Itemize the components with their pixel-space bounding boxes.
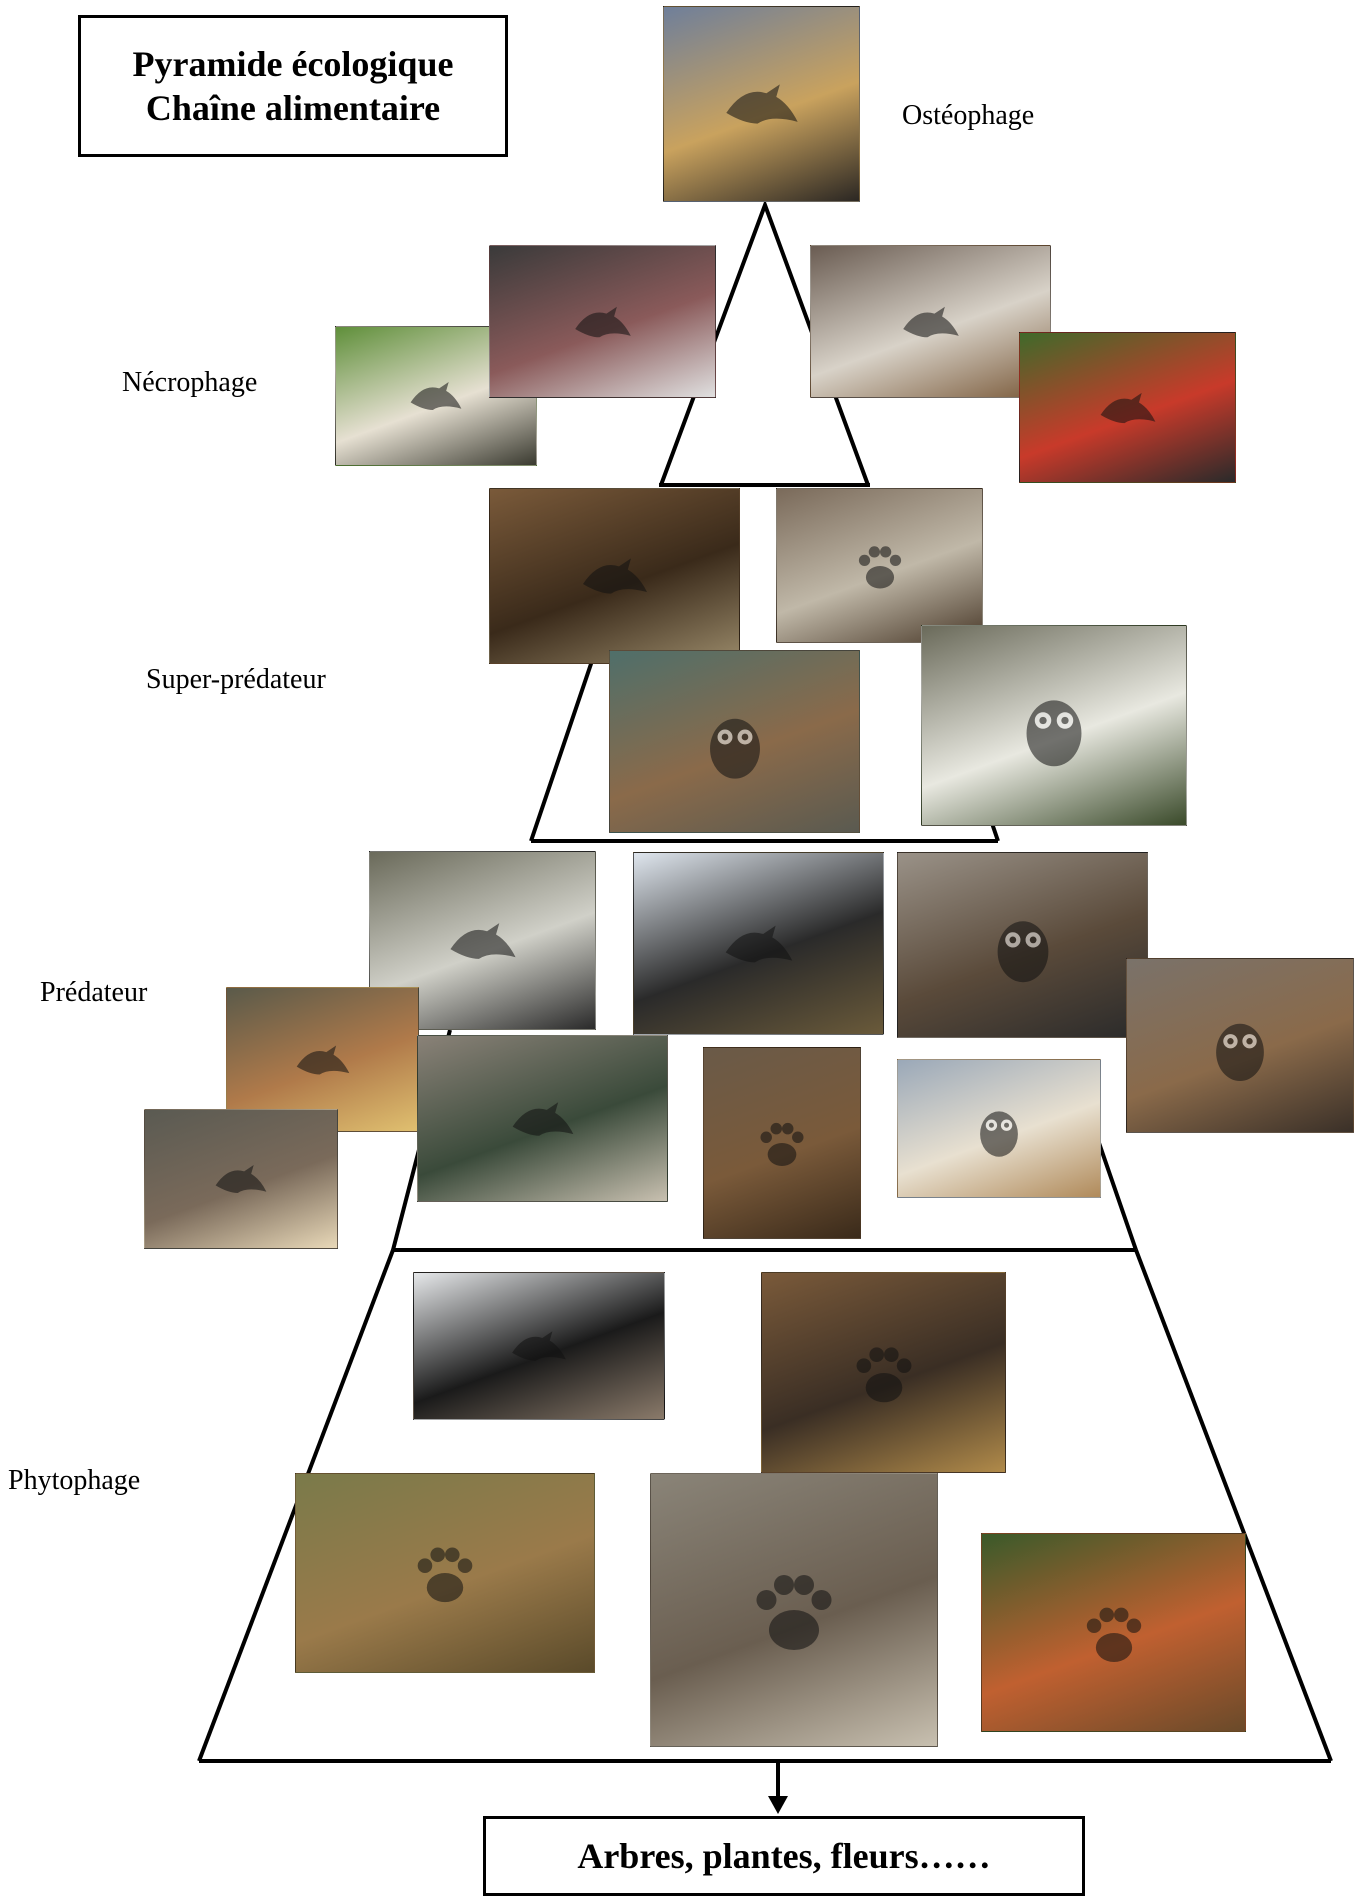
photo-merle-noir [413,1272,665,1420]
bird-icon [512,1101,573,1136]
bird-icon [725,84,798,124]
photo-sarcoramphe-roi [1019,332,1236,483]
photo-ours-brun [703,1047,861,1239]
bird-icon [449,922,516,959]
photo-pygargue [633,852,884,1035]
photo-cerf [295,1473,595,1673]
photo-effraie-des-clochers [897,1059,1101,1198]
owl-icon [1026,699,1082,766]
owl-icon [980,1110,1018,1157]
base-box: Arbres, plantes, fleurs…… [483,1816,1085,1896]
pyramid-right-edge-4 [1134,1249,1333,1762]
owl-icon [997,921,1048,983]
level-label-super-predateur: Super-prédateur [146,664,326,695]
bird-icon [215,1165,267,1193]
photo-faucon [417,1035,668,1202]
photo-ecureuil-roux [981,1533,1246,1732]
level-label-phytophage: Phytophage [8,1465,141,1496]
photo-chouette-hulotte [1126,958,1354,1133]
bird-icon [1100,392,1155,423]
photo-gypaete-barbu [663,6,860,202]
pyramid-right-edge-3 [1096,1139,1138,1251]
paw-icon [1086,1607,1141,1662]
owl-icon [1216,1023,1264,1081]
paw-icon [417,1547,473,1603]
photo-vautour-fauve [810,245,1051,398]
photo-harfang-des-neiges [921,625,1187,826]
paw-icon [760,1122,804,1166]
bird-icon [902,306,959,337]
bird-icon [582,558,647,594]
photo-grand-duc [609,650,860,833]
bird-icon [574,306,631,337]
arrow-head [768,1796,788,1814]
base-label: Arbres, plantes, fleurs…… [577,1836,991,1876]
photo-sanglier [761,1272,1006,1473]
title-line-1: Pyramide écologique [132,44,454,84]
photo-hibou-moyen-duc [897,852,1148,1038]
photo-loup [776,488,983,643]
bird-icon [296,1045,349,1074]
paw-icon [756,1574,832,1651]
bird-icon [725,925,792,962]
title-box: Pyramide écologique Chaîne alimentaire [78,15,508,157]
pyramid-left-edge-2 [529,654,596,842]
bird-icon [410,382,462,410]
photo-lapin [650,1473,938,1747]
title-line-2: Chaîne alimentaire [145,88,441,128]
level-label-osteophage: Ostéophage [902,100,1035,131]
photo-milan-royal [226,987,419,1132]
level-label-predateur: Prédateur [40,977,148,1008]
photo-condor-des-andes [489,245,716,398]
bird-icon [512,1331,566,1361]
photo-circaete [144,1109,338,1249]
photo-aigle-royal [489,488,740,664]
paw-icon [858,545,901,589]
level-label-necrophage: Nécrophage [122,367,258,398]
paw-icon [856,1346,911,1402]
owl-icon [709,718,760,779]
